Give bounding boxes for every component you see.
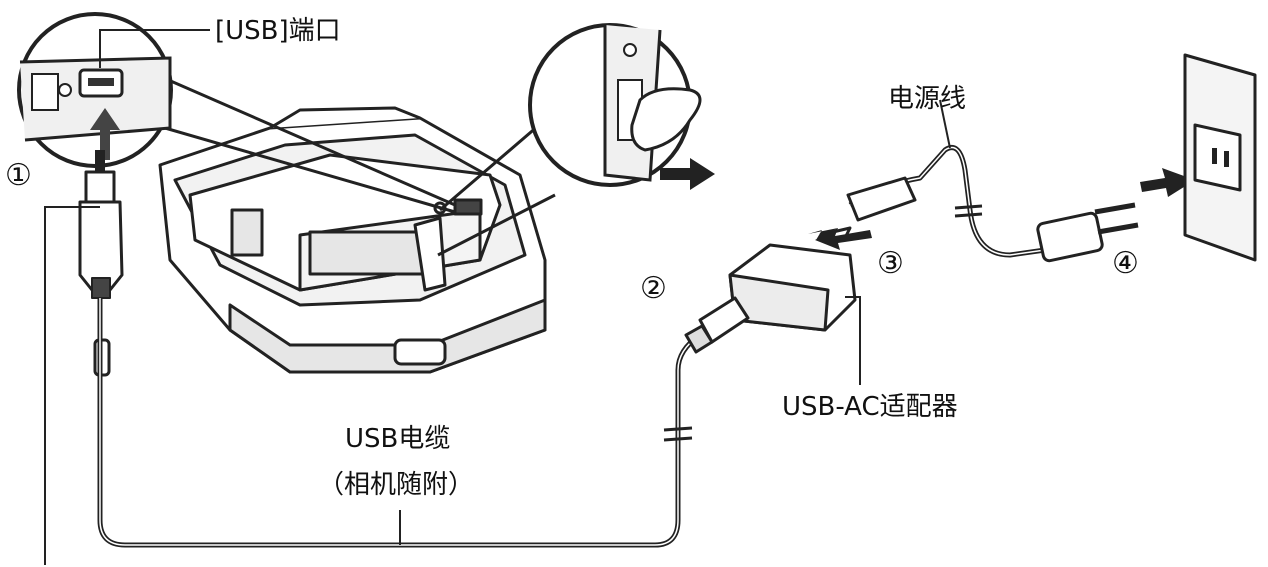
usb-port-leader-line	[99, 29, 210, 68]
usb-port-label: [USB]端口	[215, 16, 341, 46]
adapter-label: USB-AC适配器	[782, 392, 958, 422]
usb-cable	[78, 150, 702, 548]
camera	[188, 153, 502, 292]
step-1-marker: ①	[5, 158, 32, 193]
power-cord	[846, 99, 1139, 263]
step-2-marker: ②	[640, 271, 667, 306]
step-4-marker: ④	[1112, 246, 1139, 281]
step4-arrow	[1140, 168, 1195, 197]
usb-ac-adapter	[684, 226, 871, 354]
adapter-leader-line	[845, 296, 861, 385]
step-3-marker: ③	[877, 246, 904, 281]
step3-arrow	[815, 228, 872, 250]
wall-outlet	[1183, 53, 1257, 262]
usb-cable-note: （相机随附）	[318, 470, 475, 500]
usb-cable-label: USB电缆	[345, 424, 451, 454]
usb-port-zoom-circle	[17, 12, 456, 214]
power-cord-label: 电源线	[888, 84, 967, 114]
plug-leader-line	[44, 206, 100, 565]
release-lever-zoom-circle	[437, 23, 715, 257]
